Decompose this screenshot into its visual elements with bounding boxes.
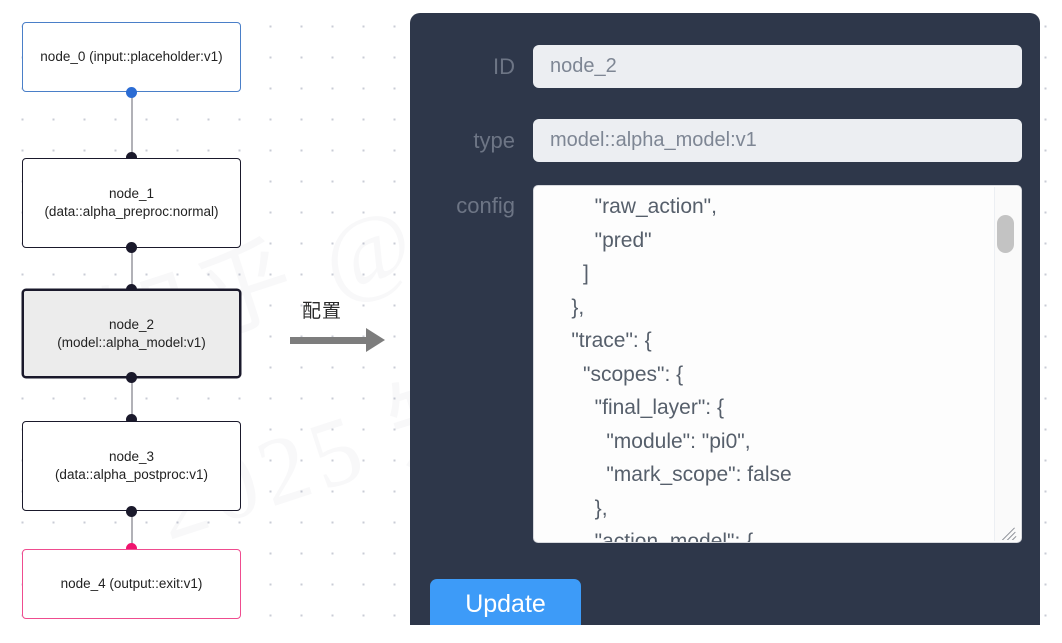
edge-node0-node1 (131, 92, 133, 158)
arrow-shaft (290, 337, 368, 344)
config-scrollbar-thumb[interactable] (997, 215, 1014, 253)
graph-node-label: node_2 (model::alpha_model:v1) (57, 316, 206, 350)
type-input[interactable] (533, 119, 1022, 162)
config-editor-wrap: "raw_action", "pred" ] }, "trace": { "sc… (533, 185, 1022, 543)
graph-node-label: node_3 (data::alpha_postproc:v1) (54, 449, 209, 482)
graph-node-label: node_4 (output::exit:v1) (60, 576, 203, 592)
node-handle-source-node_3[interactable] (126, 506, 137, 517)
field-row-config: config "raw_action", "pred" ] }, "trace"… (430, 185, 1022, 543)
transition-arrow-group: 配置 (288, 296, 398, 356)
arrow-head-icon (366, 328, 385, 352)
graph-node-label: node_1 (data::alpha_preproc:normal) (44, 186, 219, 219)
id-field-label: ID (493, 53, 515, 79)
resize-handle-icon[interactable] (1002, 523, 1019, 540)
type-field-label: type (473, 127, 515, 153)
id-input[interactable] (533, 45, 1022, 88)
config-textarea[interactable]: "raw_action", "pred" ] }, "trace": { "sc… (533, 185, 1022, 543)
graph-node-node_4[interactable]: node_4 (output::exit:v1) (22, 549, 241, 619)
edge-node3-node4 (131, 511, 133, 549)
node-handle-target-node_4[interactable] (126, 543, 137, 554)
node-handle-source-node_1[interactable] (126, 242, 137, 253)
node-handle-source-node_2[interactable] (126, 372, 137, 383)
node-inspector-panel: ID type config "raw_action", "pred" ] },… (410, 13, 1040, 625)
edge-node2-node3 (131, 377, 133, 419)
transition-arrow-label: 配置 (302, 300, 343, 322)
node-handle-source-node_0[interactable] (126, 87, 137, 98)
node-graph-canvas[interactable]: node_0 (input::placeholder:v1) node_1 (d… (0, 0, 400, 643)
edge-node1-node2 (131, 247, 133, 289)
graph-node-node_3[interactable]: node_3 (data::alpha_postproc:v1) (22, 421, 241, 511)
update-button[interactable]: Update (430, 579, 581, 625)
config-scrollbar-track[interactable] (994, 187, 1020, 541)
field-row-id: ID (430, 45, 1022, 88)
graph-node-label: node_0 (input::placeholder:v1) (40, 49, 223, 65)
graph-node-node_1[interactable]: node_1 (data::alpha_preproc:normal) (22, 158, 241, 248)
node-handle-target-node_1[interactable] (126, 152, 137, 163)
field-row-type: type (430, 119, 1022, 162)
graph-node-node_2[interactable]: node_2 (model::alpha_model:v1) (22, 289, 241, 378)
node-handle-target-node_3[interactable] (126, 414, 137, 425)
graph-node-node_0[interactable]: node_0 (input::placeholder:v1) (22, 22, 241, 92)
config-field-label: config (456, 193, 515, 218)
